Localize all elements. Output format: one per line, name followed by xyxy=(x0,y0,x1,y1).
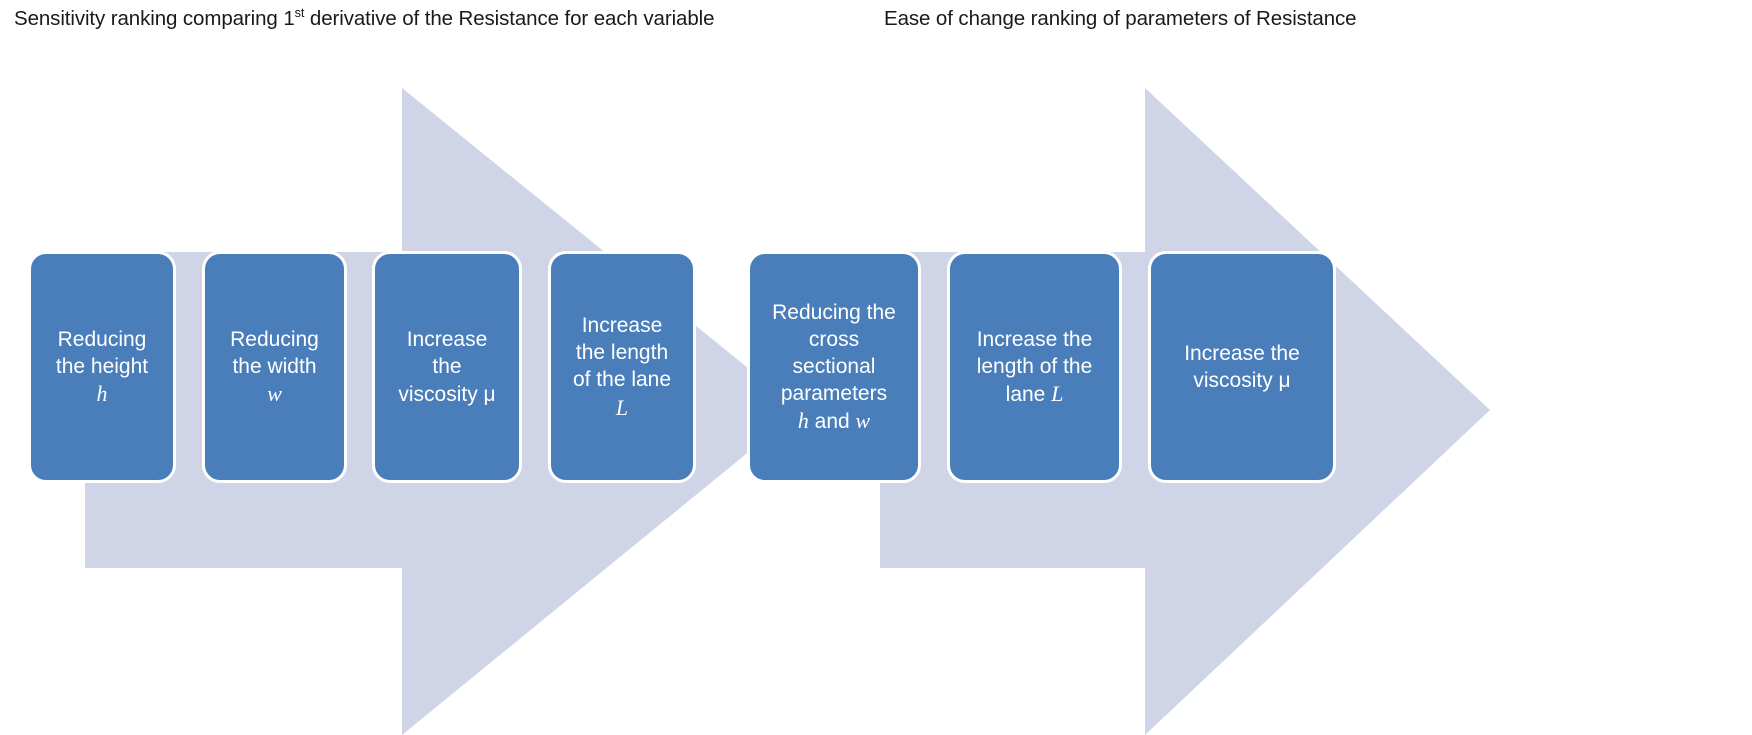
left-title-part2: derivative of the Resistance for each va… xyxy=(304,7,715,30)
left-title-ordinal-suffix: st xyxy=(294,5,305,21)
left-diagram-title: Sensitivity ranking comparing 1st deriva… xyxy=(14,5,715,31)
right-diagram-title: Ease of change ranking of parameters of … xyxy=(884,7,1357,30)
left-title-part1: Sensitivity ranking comparing 1 xyxy=(14,7,295,30)
